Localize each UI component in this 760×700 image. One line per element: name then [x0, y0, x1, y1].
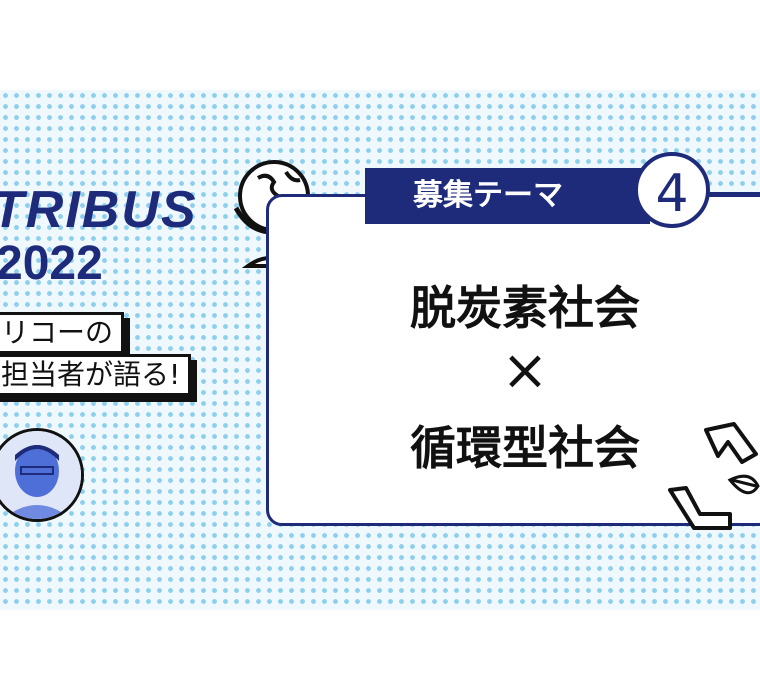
theme-card	[266, 194, 760, 526]
brand-name: TRIBUS	[0, 181, 198, 239]
brand-year: 2022	[0, 237, 103, 290]
tag-line1: リコーの	[0, 312, 125, 354]
divider	[700, 192, 760, 195]
tag-line2: 担当者が語る!	[0, 354, 192, 396]
theme-title-2: 循環型社会	[410, 421, 640, 475]
avatar	[0, 428, 84, 522]
theme-cross: ×	[501, 338, 549, 403]
person-photo-icon	[0, 431, 81, 519]
theme-label: 募集テーマ	[365, 168, 650, 224]
recycle-icon	[668, 422, 760, 530]
theme-title-1: 脱炭素社会	[410, 281, 640, 335]
theme-number: 4	[634, 152, 710, 228]
